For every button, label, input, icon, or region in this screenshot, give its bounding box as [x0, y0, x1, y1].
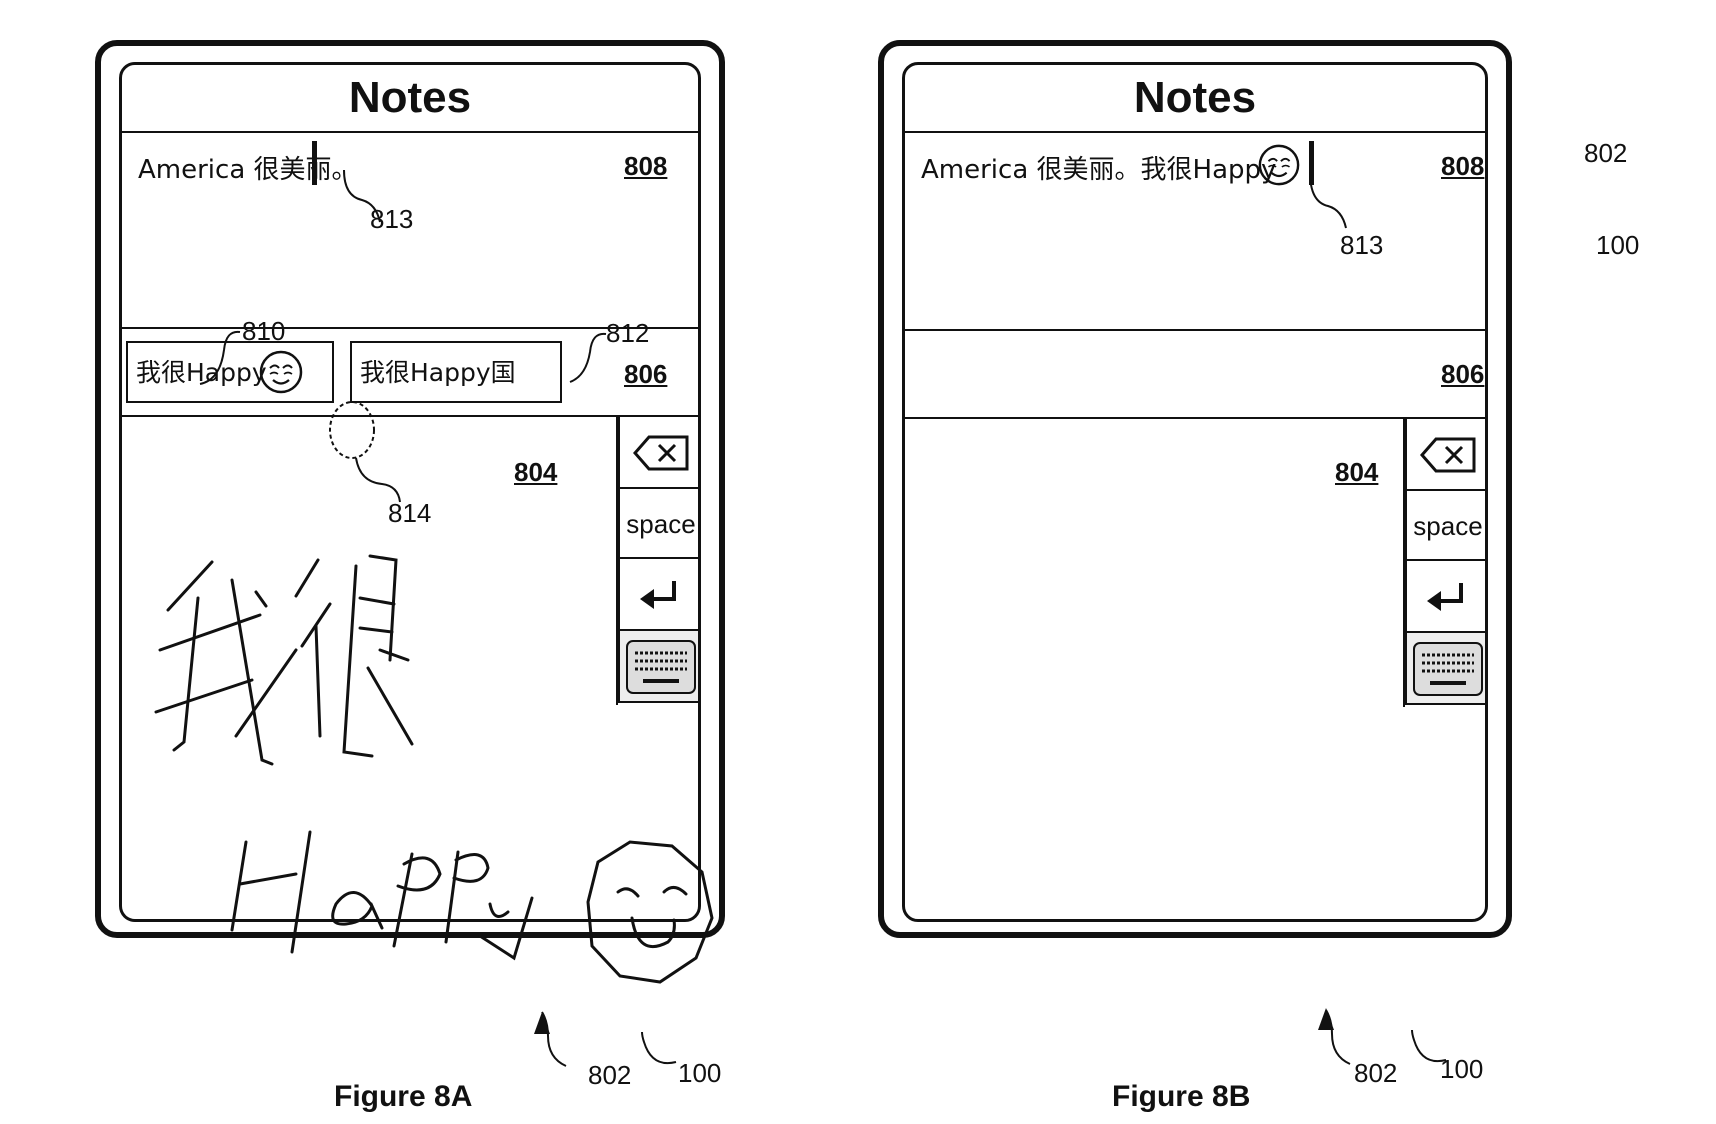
- candidate-bar-bottom: [122, 415, 698, 417]
- ref-candidates: 806: [1441, 359, 1485, 389]
- candidate-bar-top: [122, 327, 698, 329]
- label-802: 802: [1354, 1058, 1398, 1088]
- keyboard-key[interactable]: [618, 629, 698, 703]
- note-text: America 很美丽。: [138, 155, 358, 185]
- screen-8a: Notes America 很美丽。 808 我很Happy 我很Happy国 …: [119, 62, 701, 922]
- app-title: Notes: [905, 65, 1485, 133]
- candidate-2-text: 我很Happy国: [360, 358, 516, 387]
- label-100: 100: [678, 1058, 722, 1088]
- note-text: America 很美丽。我很Happy: [921, 155, 1277, 185]
- screen-8b: Notes America 很美丽。我很Happy 808 806 804 sp…: [902, 62, 1488, 922]
- keyboard-icon: [1413, 642, 1483, 696]
- keyboard-key[interactable]: [1405, 631, 1485, 705]
- label-100: 100: [1440, 1054, 1484, 1084]
- return-key[interactable]: [1405, 559, 1485, 633]
- space-key-label: space: [626, 509, 696, 539]
- space-key-label: space: [1413, 511, 1483, 541]
- label-100-side: 100: [1596, 230, 1640, 260]
- figure-8b-caption: Figure 8B: [1112, 1080, 1251, 1113]
- ref-handwriting: 804: [514, 457, 558, 487]
- label-813: 813: [1340, 230, 1384, 260]
- ref-text-area: 808: [624, 151, 668, 181]
- keys-column-border: [616, 415, 618, 705]
- ref-text-area: 808: [1441, 151, 1485, 181]
- candidate-1-text: 我很Happy: [136, 358, 267, 387]
- return-key[interactable]: [618, 557, 698, 631]
- label-813: 813: [370, 204, 414, 234]
- label-802: 802: [588, 1060, 632, 1090]
- label-802-side: 802: [1584, 138, 1628, 168]
- return-icon: [640, 581, 676, 609]
- ref-candidates: 806: [624, 359, 668, 389]
- delete-key[interactable]: [1405, 417, 1485, 491]
- text-cursor: [1309, 141, 1314, 185]
- smiley-icon: [259, 350, 303, 394]
- delete-key[interactable]: [618, 415, 698, 489]
- keyboard-icon: [626, 640, 696, 694]
- backspace-icon: [1420, 437, 1476, 473]
- candidate-bar-top: [905, 329, 1485, 331]
- candidate-2[interactable]: 我很Happy国: [350, 341, 562, 403]
- backspace-icon: [633, 435, 689, 471]
- device-8a: Notes America 很美丽。 808 我很Happy 我很Happy国 …: [95, 40, 725, 938]
- space-key[interactable]: space: [618, 487, 698, 559]
- figure-8a-caption: Figure 8A: [334, 1080, 473, 1113]
- app-title: Notes: [122, 65, 698, 133]
- return-icon: [1427, 583, 1463, 611]
- device-8b: Notes America 很美丽。我很Happy 808 806 804 sp…: [878, 40, 1512, 938]
- candidate-1[interactable]: 我很Happy: [126, 341, 334, 403]
- label-810: 810: [242, 316, 286, 346]
- label-814: 814: [388, 498, 432, 528]
- text-cursor: [312, 141, 317, 185]
- label-812: 812: [606, 318, 650, 348]
- space-key[interactable]: space: [1405, 489, 1485, 561]
- keys-column-border: [1403, 417, 1405, 707]
- ref-handwriting: 804: [1335, 457, 1379, 487]
- smiley-icon: [1258, 144, 1300, 186]
- candidate-bar-bottom: [905, 417, 1485, 419]
